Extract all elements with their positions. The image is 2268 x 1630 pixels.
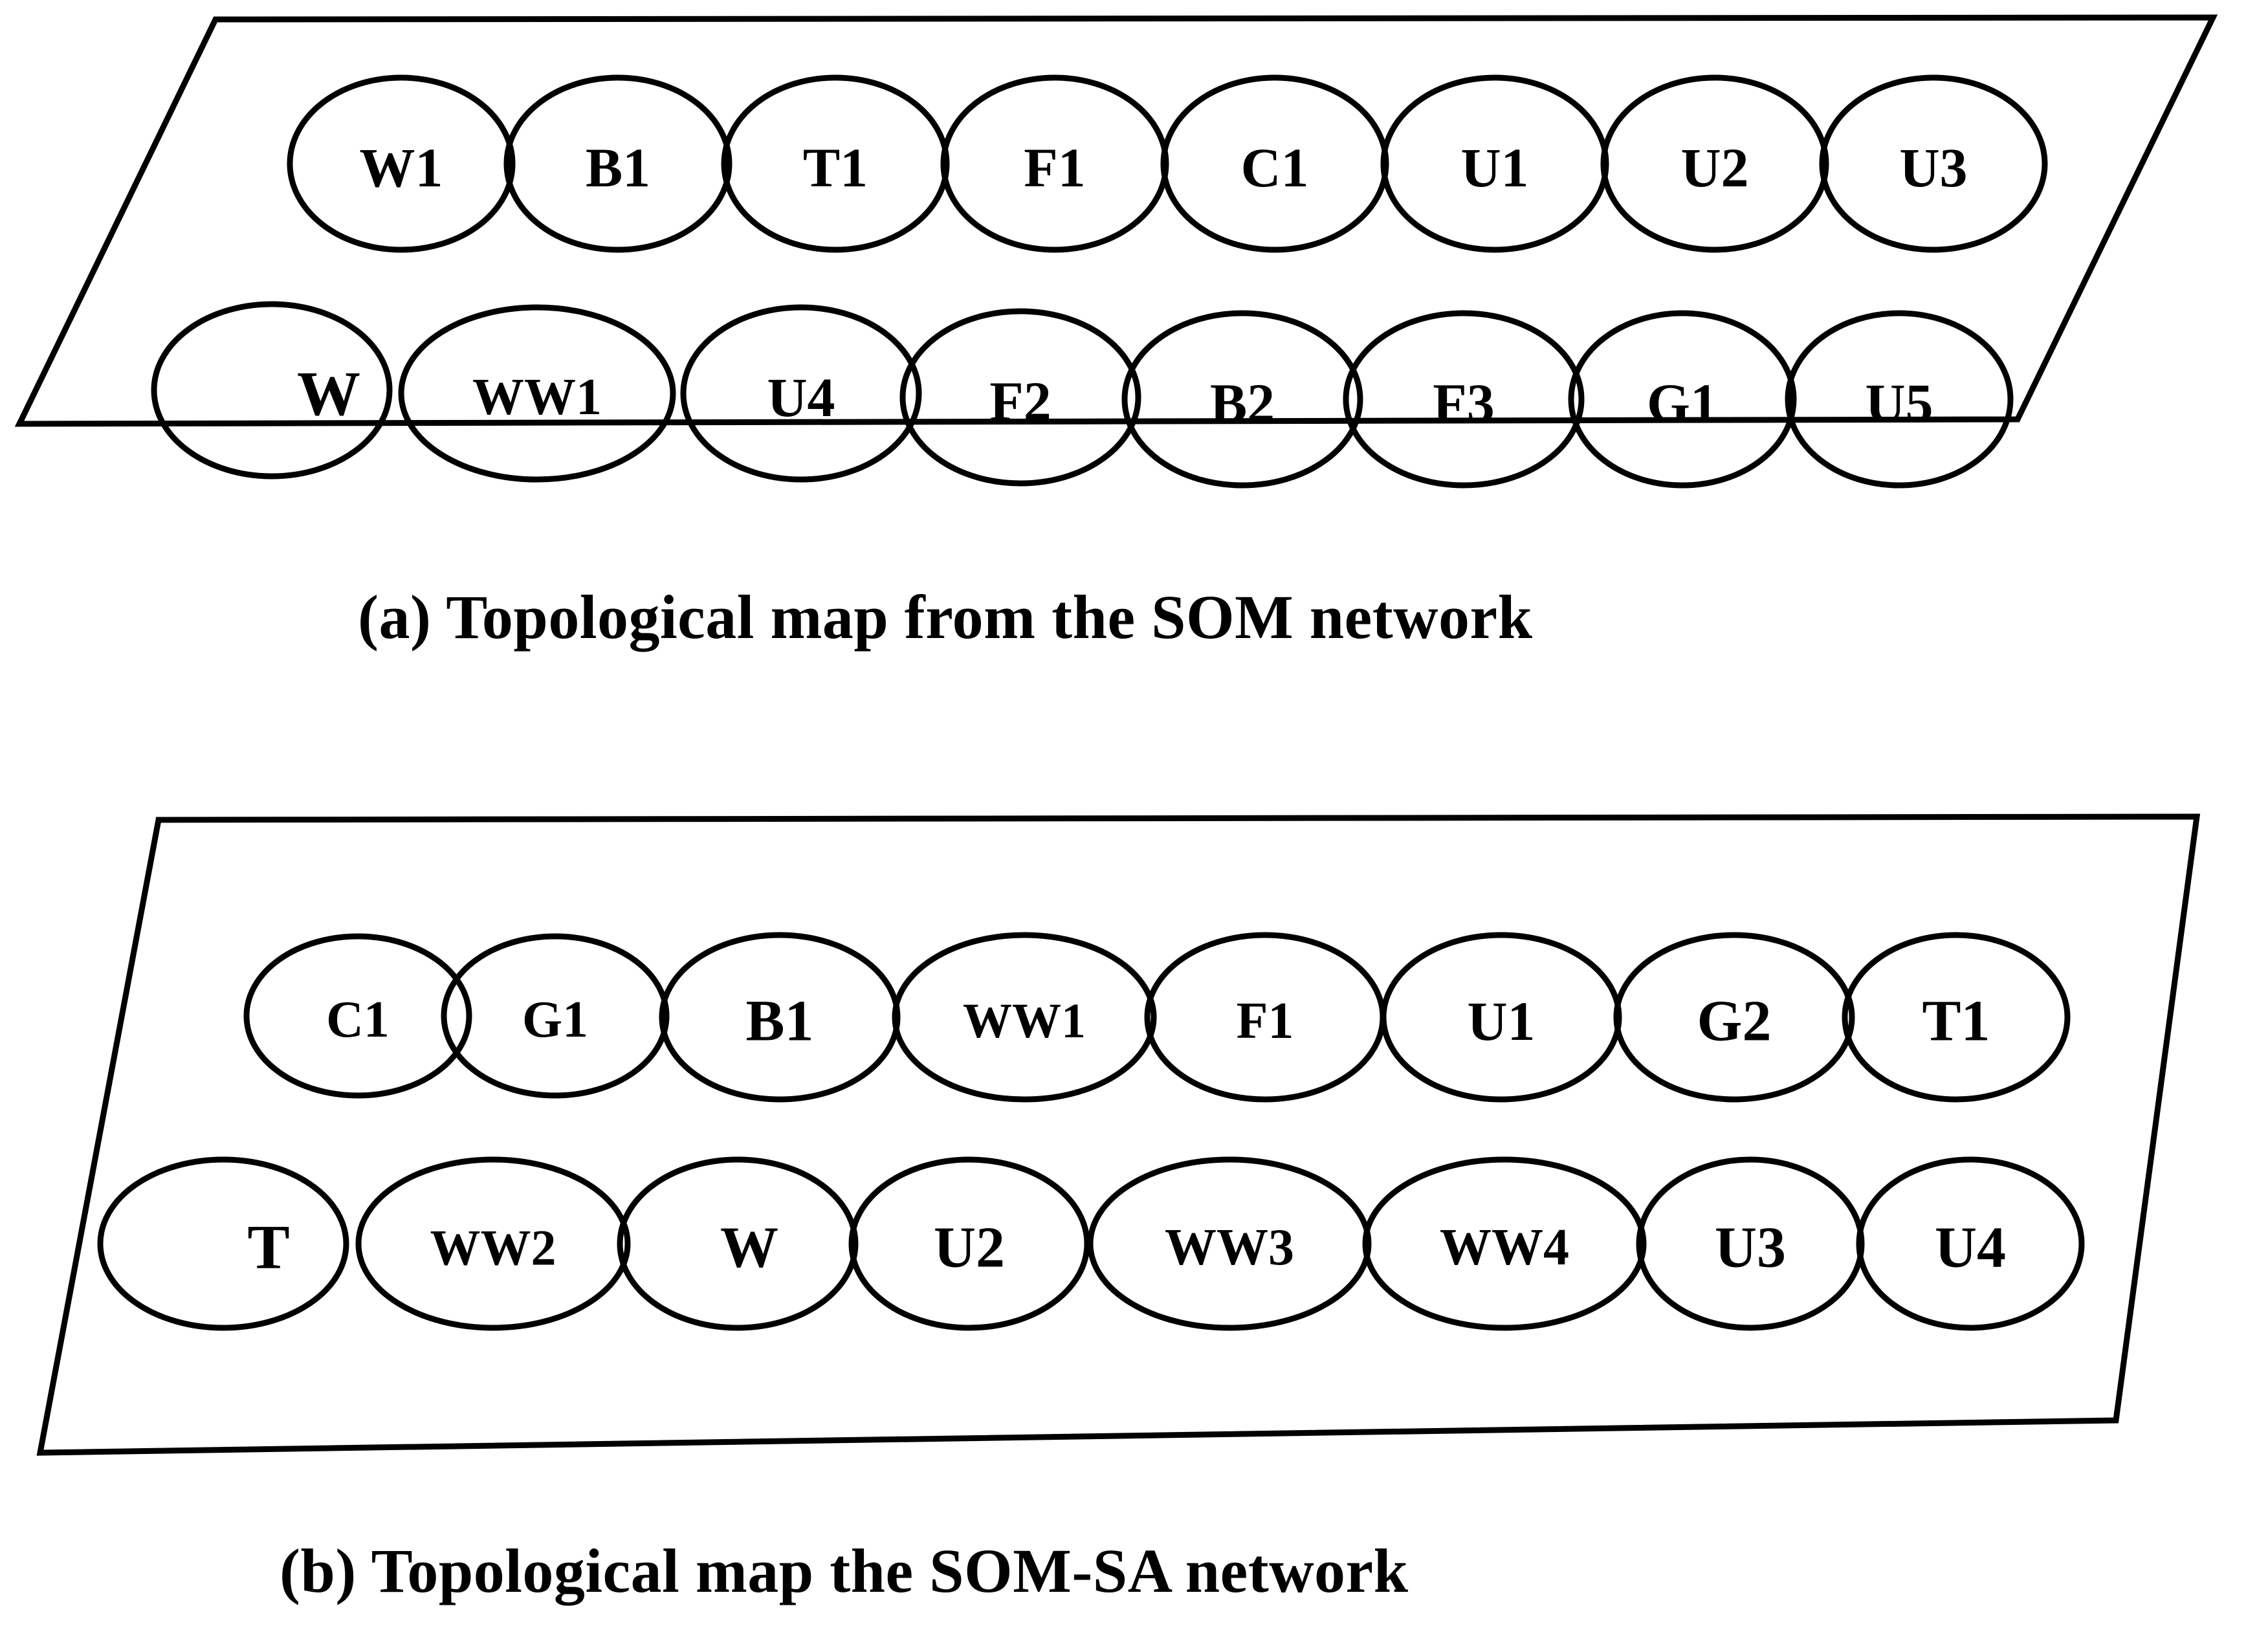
panel-b-parallelogram: [36, 813, 2201, 1456]
node-ellipse: [1600, 74, 1829, 253]
node-a1-7[interactable]: U3: [1819, 74, 2048, 253]
node-ellipse: [1121, 310, 1363, 489]
row-b-1: C1 G1 B1 WW1 F1: [243, 932, 2071, 1103]
node-label: G2: [1697, 989, 1771, 1053]
node-a2-4[interactable]: B2: [1121, 310, 1363, 489]
node-b1-5[interactable]: U1: [1380, 932, 1622, 1103]
node-ellipse: [97, 1156, 349, 1331]
node-a2-7[interactable]: U5: [1785, 310, 2014, 489]
node-b2-7[interactable]: U4: [1856, 1156, 2085, 1331]
node-label: F1: [1237, 993, 1294, 1050]
node-ellipse: [892, 932, 1157, 1103]
node-ellipse: [243, 933, 472, 1099]
node-label: F1: [1024, 137, 1086, 199]
node-ellipse: [1819, 74, 2048, 253]
node-label: G1: [522, 991, 588, 1048]
node-ellipse: [1842, 932, 2071, 1103]
panel-a: W1 B1 T1 F1 C1: [0, 0, 2268, 686]
node-label: T: [247, 1213, 289, 1283]
node-ellipse: [287, 74, 516, 253]
panel-a-caption: (a) Topological map from the SOM network: [358, 582, 1533, 652]
node-label: T1: [1922, 989, 1990, 1053]
panel-b-caption: (b) Topological map the SOM-SA network: [280, 1536, 1409, 1605]
node-label: G1: [1647, 372, 1718, 434]
node-a2-1[interactable]: WW1: [398, 304, 676, 483]
node-ellipse: [848, 1156, 1090, 1331]
node-label: C1: [326, 991, 390, 1048]
node-ellipse: [617, 1156, 859, 1331]
node-b1-2[interactable]: B1: [659, 932, 901, 1103]
node-a1-1[interactable]: B1: [503, 74, 732, 253]
node-label: F2: [989, 370, 1051, 432]
node-ellipse: [1362, 1156, 1647, 1331]
node-ellipse: [1568, 310, 1797, 489]
node-a2-0[interactable]: W: [151, 301, 393, 479]
node-ellipse: [398, 304, 676, 483]
node-ellipse: [1856, 1156, 2085, 1331]
node-label: B1: [586, 137, 650, 199]
node-label: W: [297, 359, 360, 429]
node-a2-6[interactable]: G1: [1568, 310, 1797, 489]
row-a-1: W1 B1 T1 F1 C1: [287, 74, 2048, 253]
row-b-2: T WW2 W U2 WW3: [97, 1156, 2085, 1331]
node-b1-0[interactable]: C1: [243, 933, 472, 1099]
node-label: WW1: [963, 994, 1086, 1048]
node-label: WW3: [1165, 1219, 1294, 1276]
node-a1-5[interactable]: U1: [1380, 74, 1609, 253]
node-label: WW4: [1440, 1219, 1569, 1276]
node-label: B1: [745, 989, 813, 1053]
node-ellipse: [1613, 932, 1855, 1103]
node-ellipse: [503, 74, 732, 253]
node-b1-6[interactable]: G2: [1613, 932, 1855, 1103]
node-b2-0[interactable]: T: [97, 1156, 349, 1331]
node-a2-5[interactable]: F3: [1343, 310, 1585, 489]
node-label: F3: [1433, 372, 1495, 434]
node-label: W: [720, 1216, 778, 1280]
node-ellipse: [680, 304, 922, 483]
row-a-2: W WW1 U4 F2 B2: [151, 301, 2014, 489]
node-label: WW2: [430, 1220, 556, 1276]
node-label: C1: [1240, 137, 1308, 199]
node-ellipse: [1785, 310, 2014, 489]
node-label: W1: [360, 137, 443, 199]
node-a2-3[interactable]: F2: [899, 308, 1141, 487]
node-a1-2[interactable]: T1: [721, 74, 950, 253]
node-a1-0[interactable]: W1: [287, 74, 516, 253]
node-label: U3: [1715, 1216, 1786, 1280]
node-ellipse: [151, 301, 393, 479]
node-b1-4[interactable]: F1: [1144, 932, 1386, 1103]
node-b2-5[interactable]: WW4: [1362, 1156, 1647, 1331]
node-ellipse: [721, 74, 950, 253]
node-label: U1: [1460, 137, 1528, 199]
node-ellipse: [355, 1156, 631, 1331]
node-b1-1[interactable]: G1: [441, 933, 670, 1099]
node-ellipse: [441, 933, 670, 1099]
node-b2-6[interactable]: U3: [1636, 1156, 1865, 1331]
node-ellipse: [899, 308, 1141, 487]
node-label: U3: [1899, 137, 1967, 199]
panel-a-parallelogram: [14, 14, 2218, 427]
node-label: B2: [1210, 372, 1275, 434]
node-label: U5: [1865, 372, 1933, 434]
node-a1-3[interactable]: F1: [940, 74, 1169, 253]
node-label: WW1: [472, 369, 602, 426]
node-label: U4: [767, 366, 835, 428]
node-label: U2: [934, 1216, 1005, 1280]
node-b2-2[interactable]: W: [617, 1156, 859, 1331]
node-b2-3[interactable]: U2: [848, 1156, 1090, 1331]
node-ellipse: [1087, 1156, 1372, 1331]
node-b2-4[interactable]: WW3: [1087, 1156, 1372, 1331]
node-ellipse: [1343, 310, 1585, 489]
node-b1-7[interactable]: T1: [1842, 932, 2071, 1103]
node-a1-4[interactable]: C1: [1160, 74, 1389, 253]
node-b2-1[interactable]: WW2: [355, 1156, 631, 1331]
panel-b: C1 G1 B1 WW1 F1: [0, 809, 2268, 1469]
node-b1-3[interactable]: WW1: [892, 932, 1157, 1103]
node-label: U4: [1935, 1216, 2006, 1280]
node-label: U1: [1467, 990, 1535, 1052]
node-a1-6[interactable]: U2: [1600, 74, 1829, 253]
node-label: U2: [1680, 137, 1748, 199]
node-a2-2[interactable]: U4: [680, 304, 922, 483]
node-label: T1: [803, 137, 868, 199]
